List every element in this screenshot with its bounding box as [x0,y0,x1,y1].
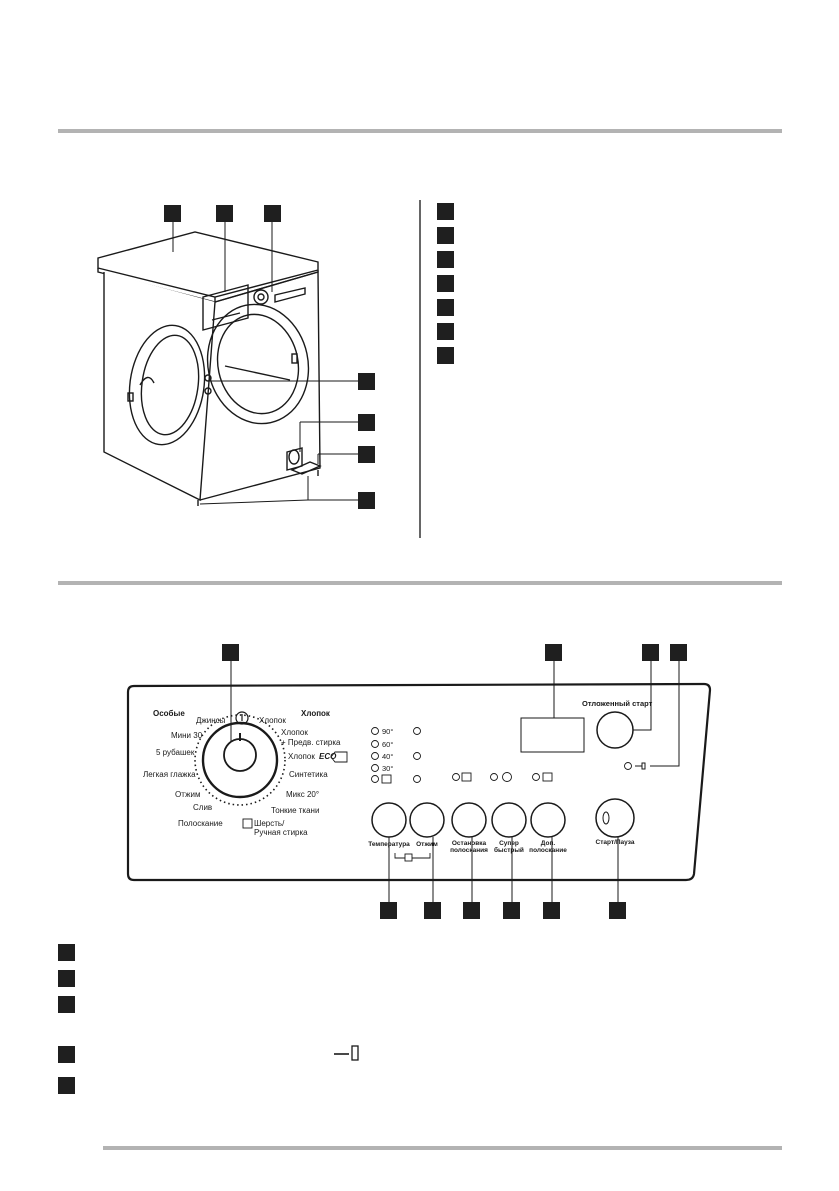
extra-rinse-icon [542,772,553,782]
callout-marker-machine-1 [164,205,181,222]
temperature-indicators: 90° 60° 40° 30° [371,727,421,784]
bottom-legend-marker-3 [58,996,75,1013]
legend-marker-1 [437,203,454,220]
rinse-hold-button[interactable] [451,802,487,838]
legend-marker-5 [437,299,454,316]
cold-icon [381,774,392,784]
legend-marker-3 [437,251,454,268]
callout-marker-panel-7 [463,902,480,919]
program-dial-knob[interactable] [223,738,257,772]
dial-label-mix20: Микс 20° [286,790,319,799]
dial-label-cotton-header: Хлопок [301,709,331,718]
start-pause-button-label: Старт/Пауза [596,839,635,846]
bottom-legend-marker-5 [58,1077,75,1094]
callout-marker-panel-4 [670,644,687,661]
dial-label-eco-badge: ECO [319,752,337,761]
spin-button[interactable] [409,802,445,838]
rinse-hold-button-label-1: Остановка [452,840,487,847]
dial-label-jeans: Джинсы [196,716,226,725]
lock-indicator-lamp [624,762,632,770]
start-pause-button[interactable] [595,798,635,838]
bottom-legend-marker-4 [58,1046,75,1063]
legend-key-icon [334,1045,359,1061]
temp-90-label: 90° [382,727,393,736]
bottom-legend-marker-2 [58,970,75,987]
callout-marker-machine-3 [264,205,281,222]
dial-label-wool-1: Шерсть/ [254,819,285,828]
dial-label-cotton-eco: Хлопок [288,752,315,761]
washing-machine-illustration [97,231,322,506]
dial-label-synthetics: Синтетика [289,770,328,779]
delay-start-button[interactable] [596,711,634,749]
legend-marker-2 [437,227,454,244]
super-quick-button-label-1: Супер [499,840,519,847]
section-divider-middle [58,581,782,585]
legend-marker-4 [437,275,454,292]
dial-label-cotton-prewash-1: Хлопок [281,728,308,737]
program-dial-dotted-track [194,714,286,806]
dial-label-mini30: Мини 30 [171,731,203,740]
temperature-button[interactable] [371,802,407,838]
temp-60-label: 60° [382,740,393,749]
callout-marker-panel-9 [543,902,560,919]
rinse-hold-icon [461,772,472,782]
dial-label-spin: Отжим [175,790,200,799]
dial-label-wool-2: Ручная стирка [254,828,308,837]
extra-rinse-button[interactable] [530,802,566,838]
power-icon [235,711,249,725]
dial-label-easy-iron: Легкая глажка [143,770,196,779]
key-lock-icon [635,762,646,770]
eco-leaf-icon [330,751,348,763]
callout-marker-panel-8 [503,902,520,919]
callout-marker-machine-4 [358,373,375,390]
bottom-legend-marker-1 [58,944,75,961]
callout-marker-machine-2 [216,205,233,222]
hand-wash-icon [242,818,253,829]
callout-marker-panel-2 [545,644,562,661]
program-dial-ring [201,721,279,799]
section-divider-bottom [103,1146,782,1150]
control-panel-outline [126,682,712,882]
callout-marker-machine-6 [358,446,375,463]
delay-start-label: Отложенный старт [582,699,653,708]
start-pause-lamp [602,811,610,825]
dial-label-cotton: Хлопок [259,716,286,725]
callout-marker-machine-5 [358,414,375,431]
spin-button-label: Отжим [416,841,438,848]
legend-marker-7 [437,347,454,364]
dial-label-special: Особые [153,709,185,718]
legend-marker-6 [437,323,454,340]
option-indicator-lamps [452,772,553,782]
dial-label-cotton-prewash-2: + Предв. стирка [281,738,341,747]
callout-marker-panel-10 [609,902,626,919]
dial-label-drain: Слив [193,803,212,812]
combo-key-bracket [394,853,431,862]
super-quick-button[interactable] [491,802,527,838]
callout-marker-panel-1 [222,644,239,661]
temp-40-label: 40° [382,752,393,761]
callout-marker-panel-6 [424,902,441,919]
temp-30-label: 30° [382,764,393,773]
digital-display [520,717,585,753]
section-divider-top [58,129,782,133]
callout-marker-panel-3 [642,644,659,661]
dial-label-5shirts: 5 рубашек [156,748,195,757]
dial-label-delicates: Тонкие ткани [271,806,319,815]
extra-rinse-button-label-1: Доп. [541,840,556,847]
machine-leader-lines [172,222,358,505]
quick-wash-icon [502,772,512,782]
dial-label-rinse: Полоскание [178,819,223,828]
extra-rinse-button-label-2: полоскание [529,847,567,854]
super-quick-button-label-2: быстрый [494,846,524,854]
rinse-hold-button-label-2: полоскания [450,847,488,854]
callout-marker-panel-5 [380,902,397,919]
callout-marker-machine-7 [358,492,375,509]
